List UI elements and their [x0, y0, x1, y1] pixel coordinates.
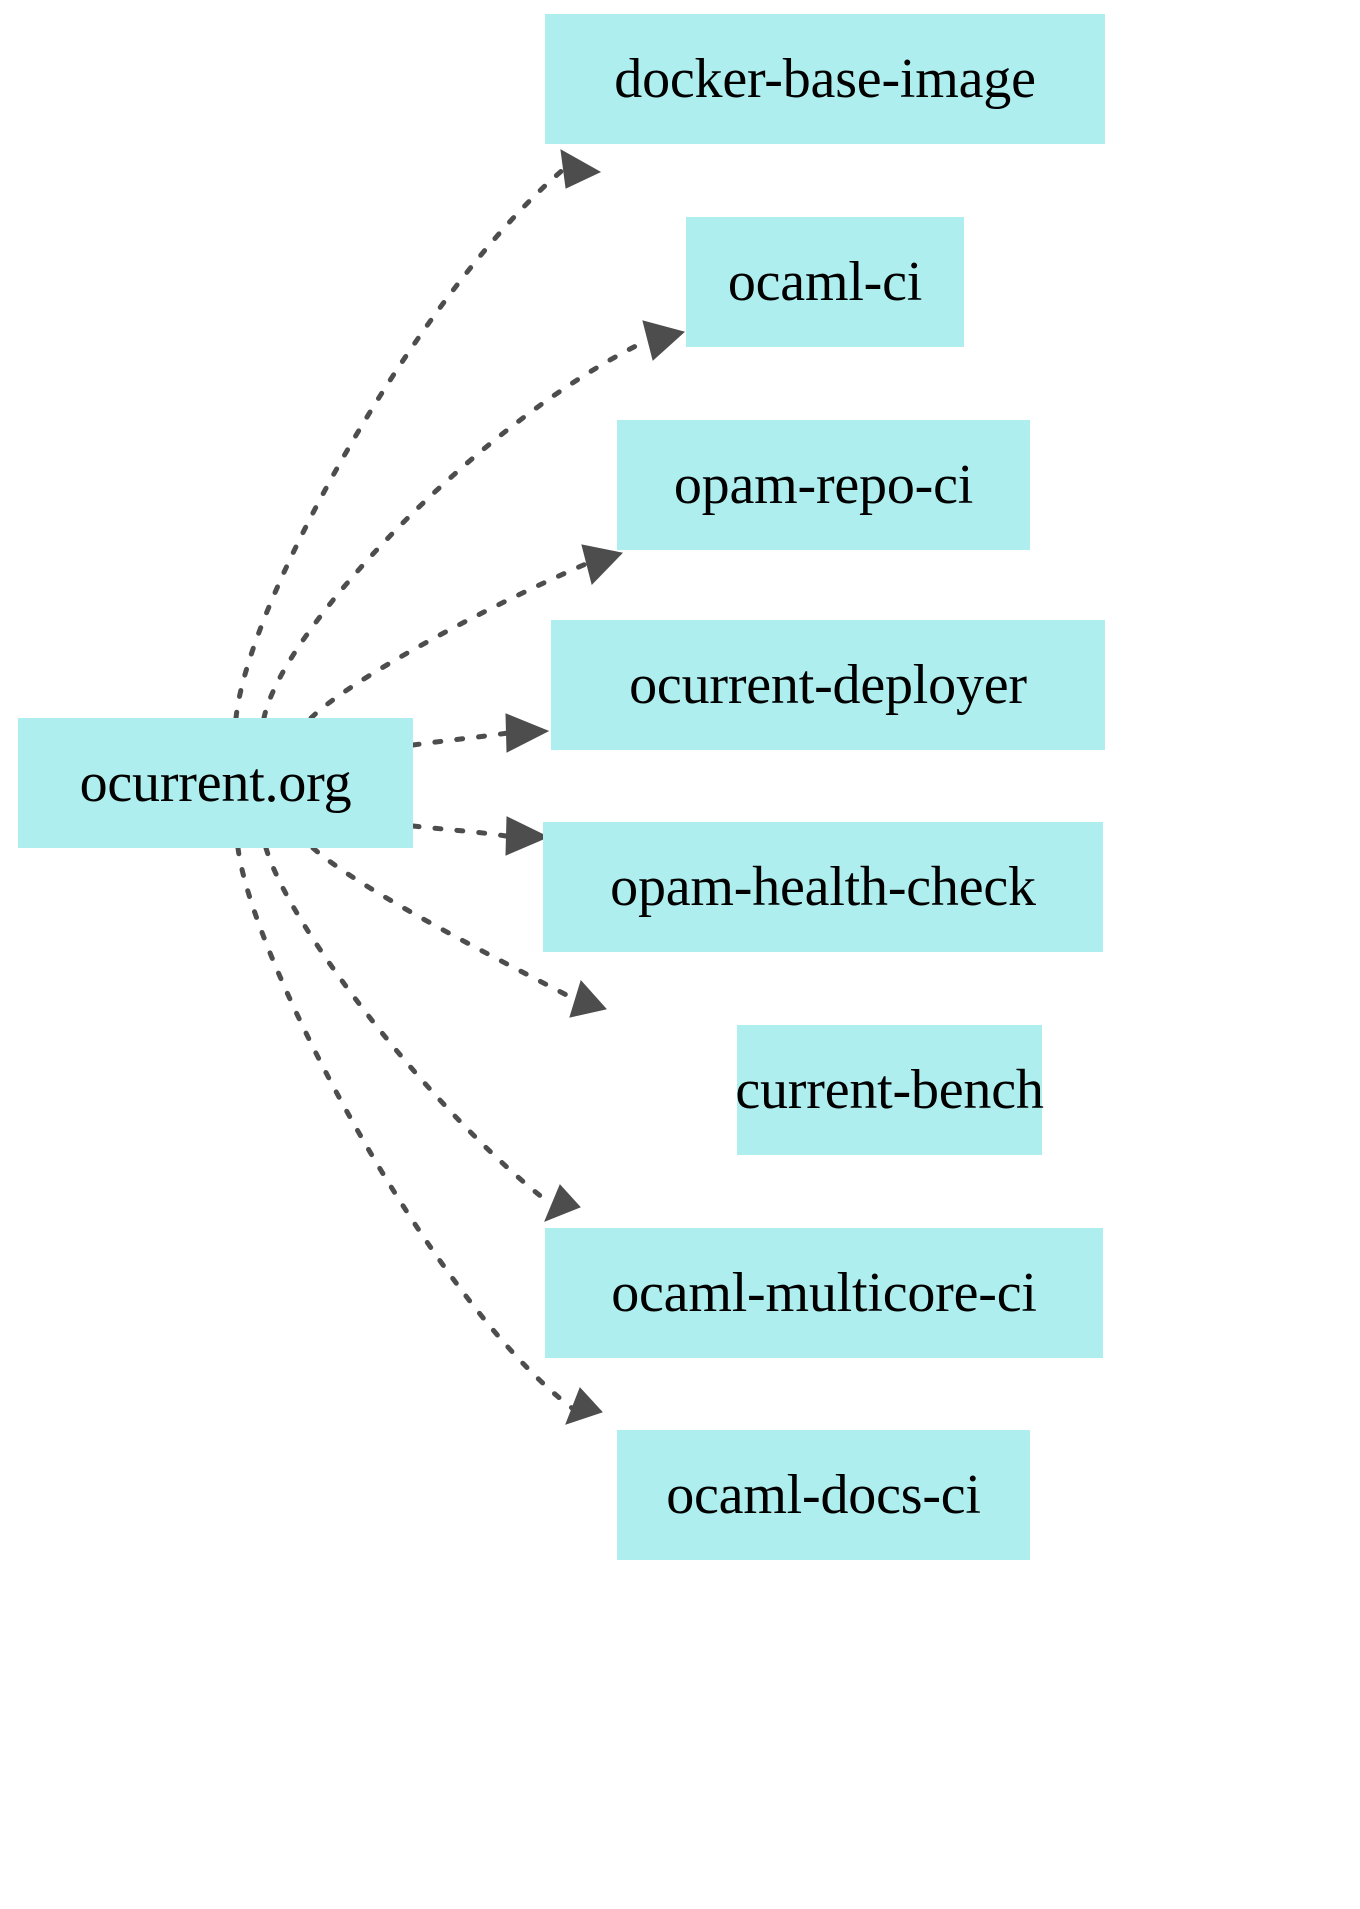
node-ocurrent-deployer[interactable]: ocurrent-deployer [551, 620, 1105, 750]
node-label: docker-base-image [614, 48, 1036, 110]
arrowhead-icon [560, 149, 602, 189]
node-ocaml-docs-ci[interactable]: ocaml-docs-ci [617, 1430, 1030, 1560]
node-label: ocaml-multicore-ci [611, 1262, 1037, 1324]
node-opam-repo-ci[interactable]: opam-repo-ci [617, 420, 1030, 550]
node-current-bench[interactable]: current-bench [735, 1025, 1044, 1155]
arrowhead-icon [544, 1184, 581, 1222]
node-opam-health-check[interactable]: opam-health-check [543, 822, 1103, 952]
arrowhead-icon [505, 816, 550, 856]
arrowhead-icon [565, 1387, 603, 1425]
node-label: ocaml-ci [727, 251, 923, 313]
edge-ocurrent.org-to-opam-health-check [410, 823, 509, 839]
edge-ocurrent.org-to-docker-base-image [233, 165, 568, 721]
edge-ocurrent.org-to-current-bench [310, 845, 579, 1003]
edge-ocurrent.org-to-opam-repo-ci [308, 560, 591, 721]
node-label: ocurrent.org [79, 752, 352, 814]
node-ocaml-ci[interactable]: ocaml-ci [686, 217, 964, 347]
node-label: ocurrent-deployer [629, 654, 1027, 716]
node-ocurrent-org[interactable]: ocurrent.org [18, 718, 413, 848]
node-label: ocaml-docs-ci [666, 1464, 981, 1526]
node-label: current-bench [735, 1059, 1044, 1121]
edge-ocurrent.org-to-ocaml-docs-ci [235, 845, 575, 1411]
node-label: opam-repo-ci [673, 454, 974, 516]
arrowhead-icon [569, 980, 607, 1018]
node-label: opam-health-check [610, 856, 1036, 918]
node-docker-base-image[interactable]: docker-base-image [545, 14, 1105, 144]
node-ocaml-multicore-ci[interactable]: ocaml-multicore-ci [545, 1228, 1103, 1358]
edge-ocurrent.org-to-ocaml-multicore-ci [263, 845, 555, 1208]
arrowhead-icon [505, 713, 550, 753]
edge-ocurrent.org-to-ocurrent-deployer [410, 730, 511, 748]
arrowhead-icon [581, 544, 623, 585]
arrowhead-icon [642, 320, 686, 361]
